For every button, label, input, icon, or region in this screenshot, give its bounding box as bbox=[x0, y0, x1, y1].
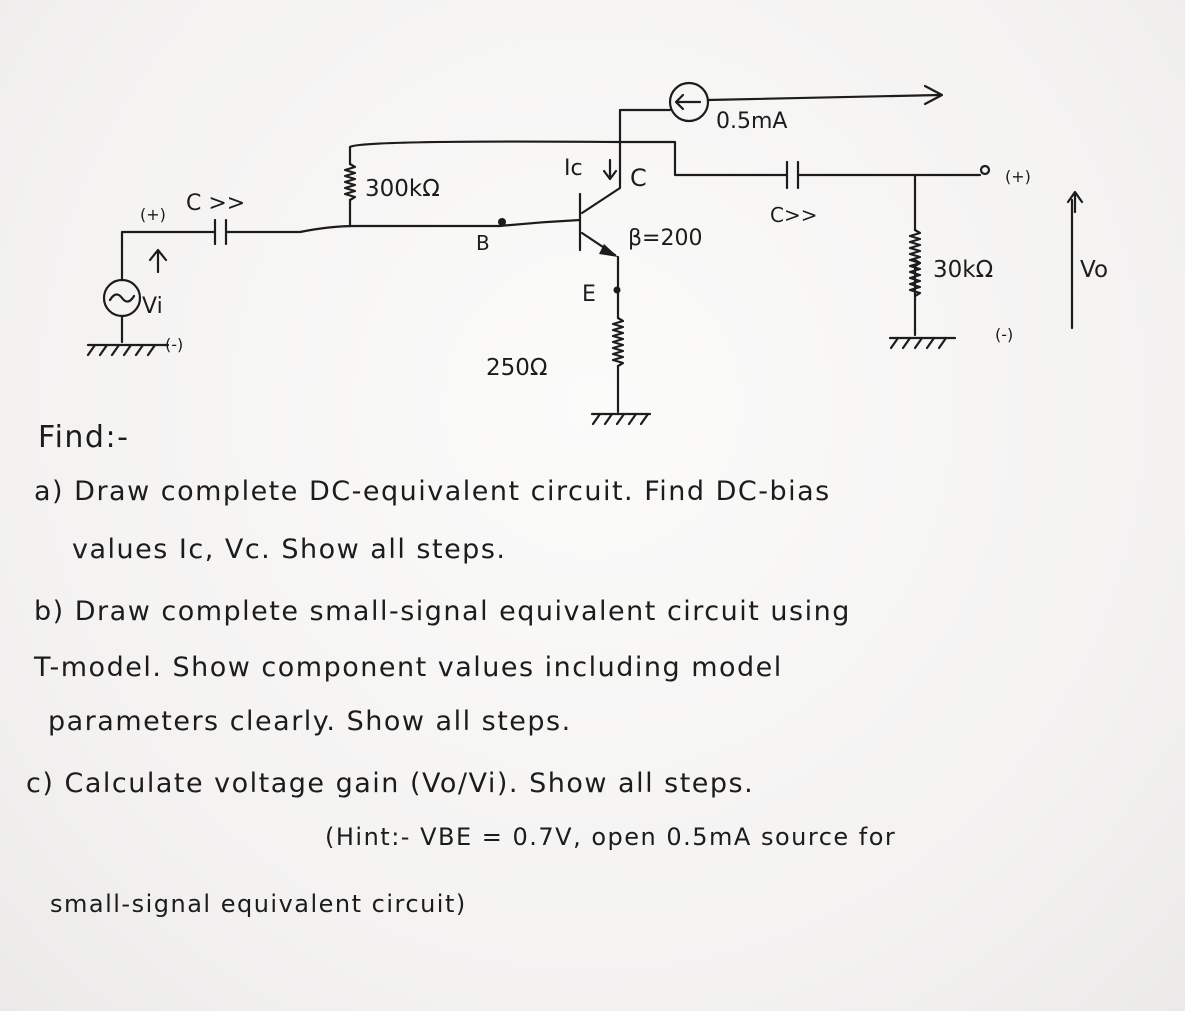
load-resistor bbox=[908, 173, 922, 337]
ground-symbol-emitter bbox=[590, 412, 652, 426]
part-b-line-2: T-model. Show component values including… bbox=[34, 652, 783, 683]
part-b-line-3: parameters clearly. Show all steps. bbox=[48, 706, 572, 737]
node-b-label: B bbox=[476, 231, 490, 255]
bias-resistor-label: 300kΩ bbox=[365, 176, 440, 202]
current-source-label: 0.5mA bbox=[716, 109, 787, 134]
emitter-resistor bbox=[611, 316, 625, 414]
base-wire bbox=[224, 218, 582, 234]
hint-line-2: small-signal equivalent circuit) bbox=[50, 890, 467, 918]
load-resistor-label: 30kΩ bbox=[933, 257, 993, 283]
part-a-line-1: a) Draw complete DC-equivalent circuit. … bbox=[34, 476, 831, 507]
circuit-diagram: 0.5mA 300kΩ C >> (+) Vi (-) B Ic C β=200… bbox=[86, 81, 1108, 426]
output-capacitor bbox=[785, 160, 800, 190]
input-wire bbox=[120, 230, 217, 282]
node-b-dot bbox=[498, 218, 506, 226]
vo-label: Vo bbox=[1080, 257, 1108, 283]
emitter-resistor-label: 250Ω bbox=[486, 355, 547, 381]
arrow-to-supply bbox=[706, 93, 942, 102]
find-heading: Find:- bbox=[38, 420, 130, 455]
ic-arrow bbox=[602, 158, 618, 181]
ground-symbol-load bbox=[888, 336, 957, 350]
ground-symbol-input bbox=[86, 343, 170, 357]
hint-line-1: (Hint:- VBE = 0.7V, open 0.5mA source fo… bbox=[325, 823, 897, 851]
part-b-line-1: b) Draw complete small-signal equivalent… bbox=[34, 596, 851, 627]
node-e-label: E bbox=[582, 282, 596, 307]
vi-arrow bbox=[148, 248, 168, 274]
input-cap-label: C >> bbox=[186, 191, 245, 216]
beta-label: β=200 bbox=[628, 226, 702, 251]
output-cap-label: C>> bbox=[770, 203, 817, 227]
ac-voltage-source bbox=[102, 278, 142, 318]
bjt-transistor bbox=[578, 140, 622, 257]
ic-label: Ic bbox=[564, 156, 583, 181]
input-minus-label: (-) bbox=[165, 335, 183, 354]
current-source bbox=[668, 81, 710, 123]
output-plus-label: (+) bbox=[1005, 167, 1031, 186]
supply-arrowhead bbox=[923, 84, 944, 106]
bias-resistor bbox=[343, 145, 357, 228]
top-bias-wire bbox=[348, 140, 737, 177]
current-source-wire bbox=[618, 108, 672, 144]
output-terminal bbox=[979, 164, 991, 176]
input-plus-label: (+) bbox=[140, 205, 166, 224]
part-c-line-1: c) Calculate voltage gain (Vo/Vi). Show … bbox=[26, 768, 755, 799]
node-e-dot bbox=[613, 286, 621, 294]
vi-label: Vi bbox=[142, 294, 163, 319]
input-capacitor bbox=[213, 218, 228, 246]
output-minus-label: (-) bbox=[995, 325, 1013, 344]
node-c-label: C bbox=[630, 164, 647, 192]
vo-arrow bbox=[1066, 190, 1084, 214]
part-a-line-2: values Ic, Vc. Show all steps. bbox=[72, 534, 507, 565]
